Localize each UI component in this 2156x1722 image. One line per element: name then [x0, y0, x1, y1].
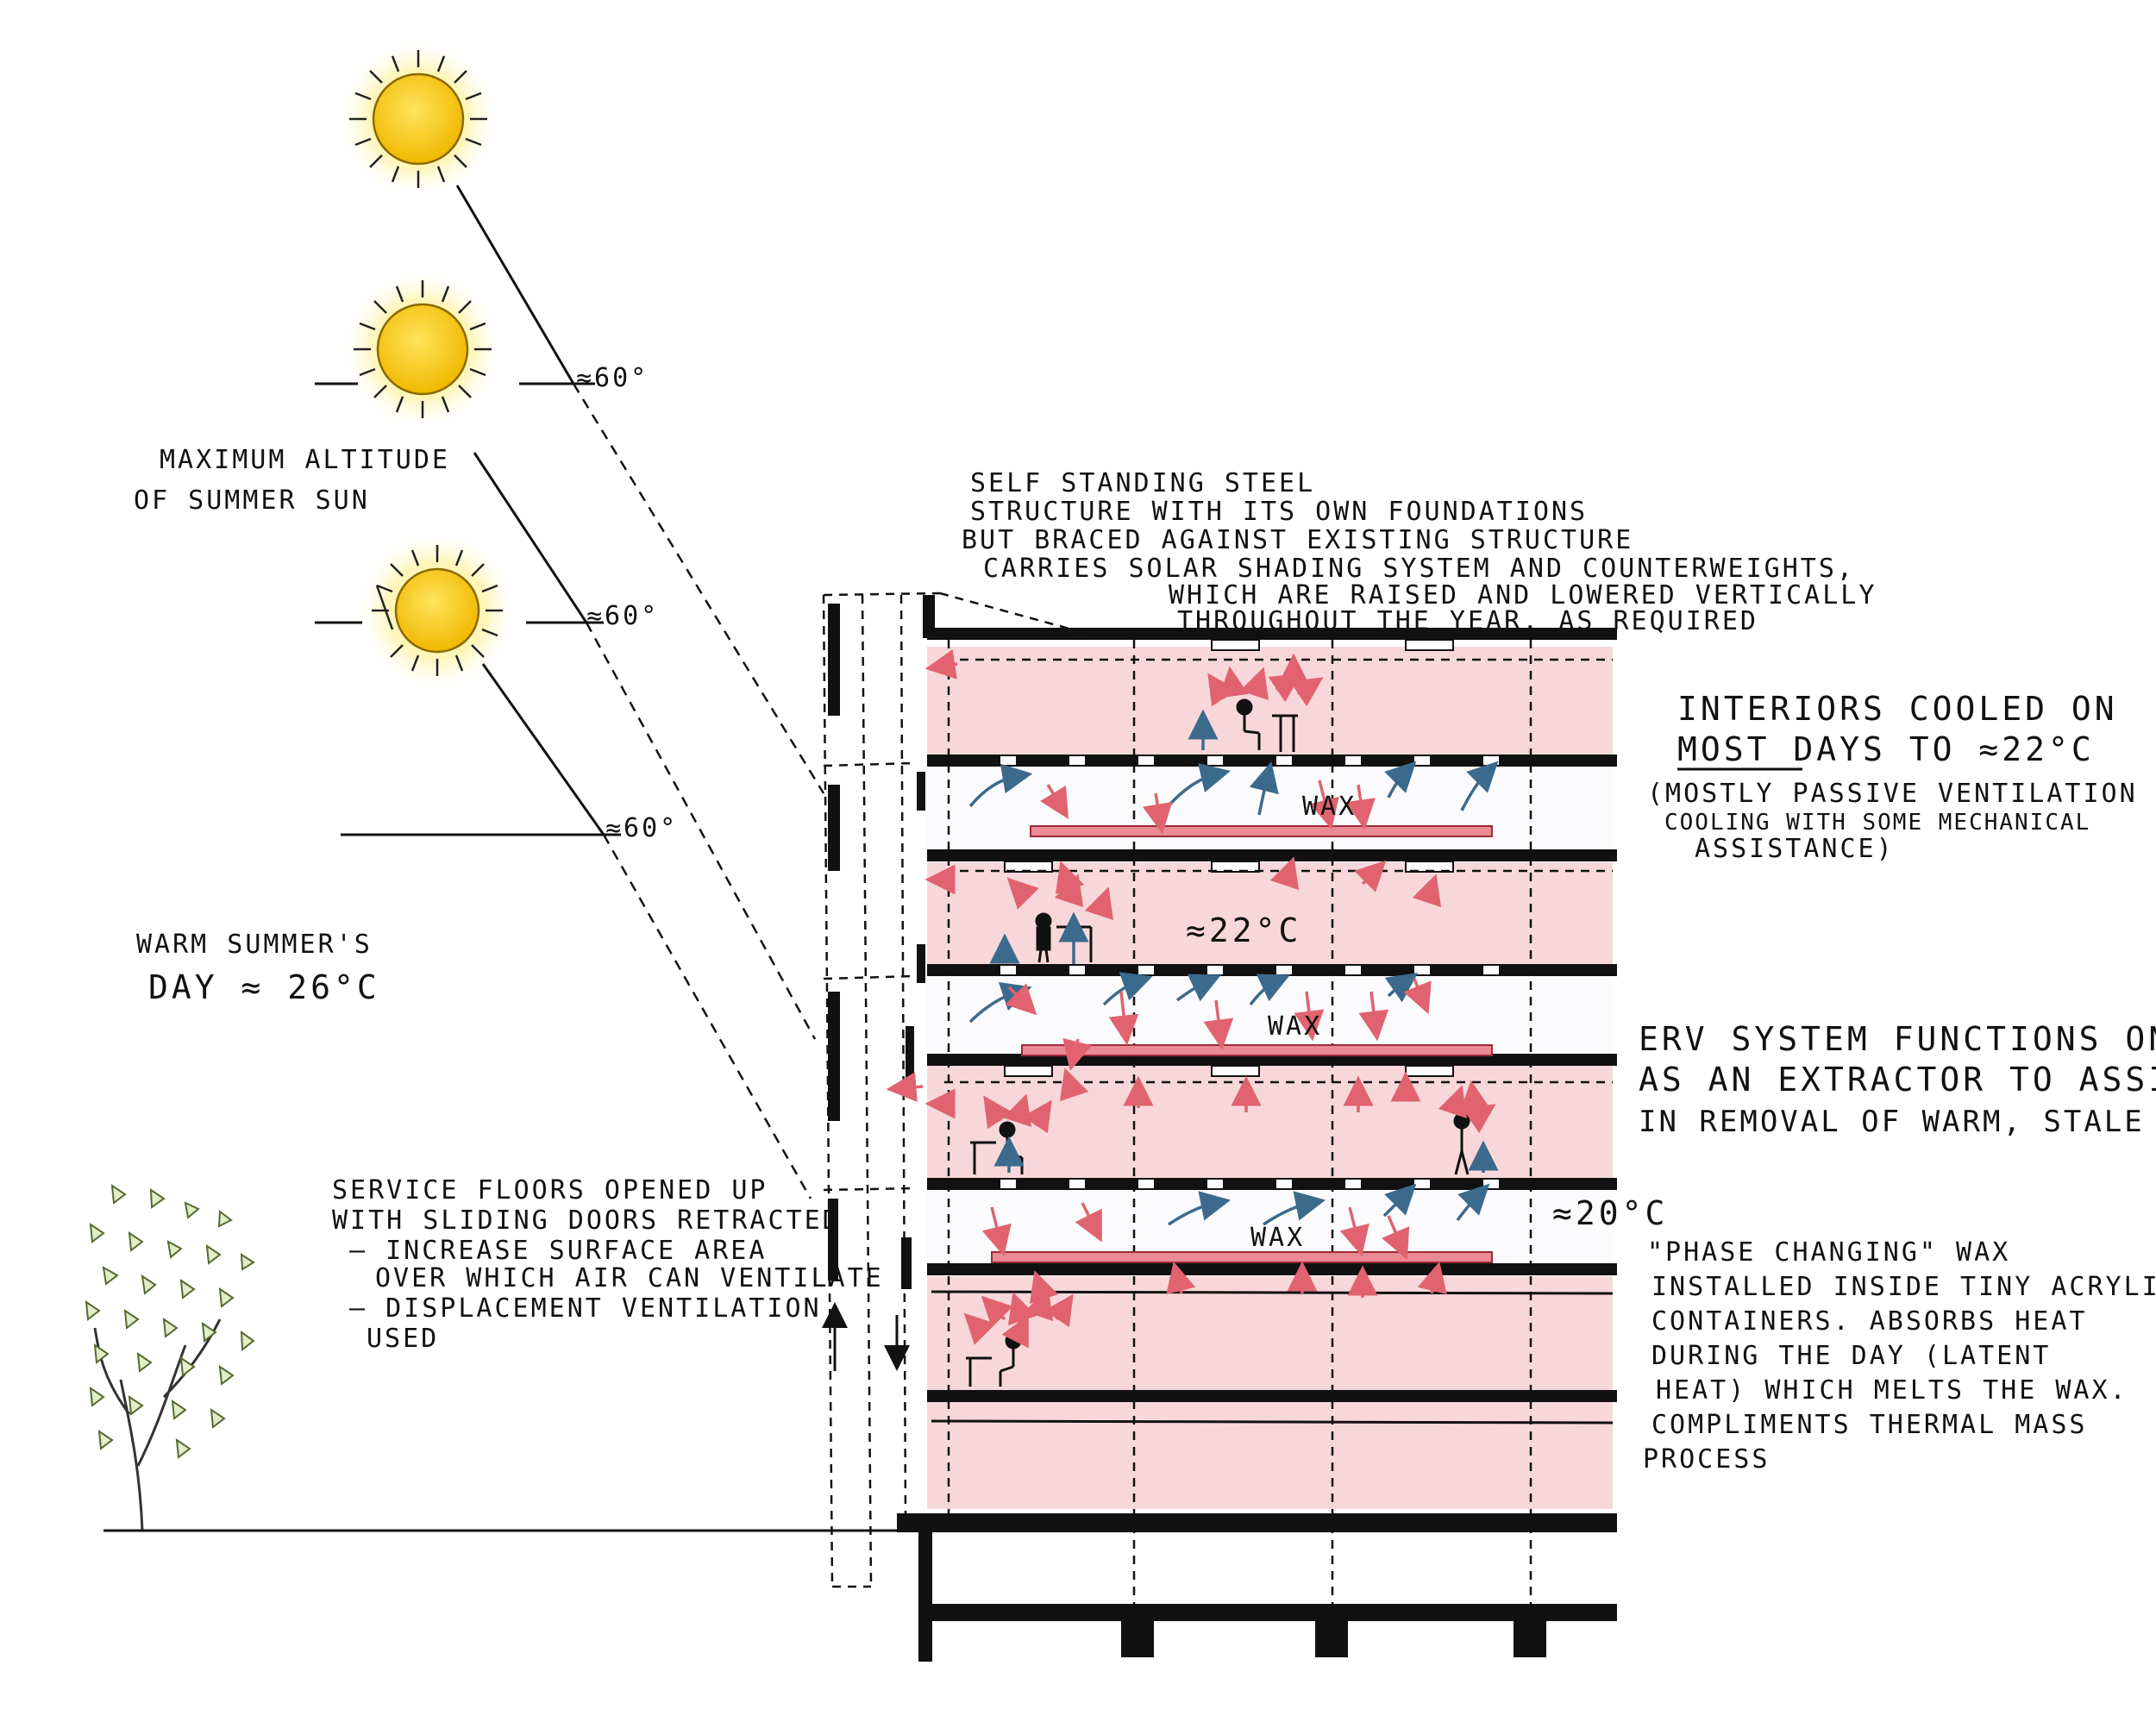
service-note-line: SERVICE FLOORS OPENED UP: [332, 1175, 768, 1205]
wax-note-line: CONTAINERS. ABSORBS HEAT: [1651, 1306, 2087, 1337]
interior-temperature: ≈22°C: [1186, 911, 1301, 949]
tree-icon: [85, 1183, 255, 1531]
wax-label: WAX: [1302, 792, 1357, 822]
building-section: WAX WAX WAX ≈22°C ≈20°C: [822, 592, 1668, 1662]
wax-note-line: DURING THE DAY (LATENT: [1651, 1341, 2051, 1371]
sun-altitude-line: OF SUMMER SUN: [134, 485, 370, 516]
service-note-line: OVER WHICH AIR CAN VENTILATE: [375, 1263, 884, 1293]
wax-note-line: PROCESS: [1643, 1444, 1770, 1475]
floor-slab-3: [927, 964, 1617, 1066]
cooled-note-line: MOST DAYS TO ≈22°C: [1677, 730, 2095, 768]
interior-temperature: ≈20°C: [1552, 1194, 1668, 1232]
steel-note-line: THROUGHOUT THE YEAR, AS REQUIRED: [1177, 606, 1758, 636]
service-floors-note: SERVICE FLOORS OPENED UP WITH SLIDING DO…: [332, 1175, 884, 1354]
steel-note-line: WHICH ARE RAISED AND LOWERED VERTICALLY: [1169, 580, 1877, 611]
service-note-line: USED: [367, 1324, 439, 1354]
erv-note-line: AS AN EXTRACTOR TO ASSIST: [1639, 1061, 2156, 1099]
service-note-line: – INCREASE SURFACE AREA: [349, 1236, 767, 1266]
service-note-line: – DISPLACEMENT VENTILATION: [349, 1293, 822, 1324]
erv-note-line: IN REMOVAL OF WARM, STALE AIR: [1639, 1105, 2156, 1139]
steel-note-line: STRUCTURE WITH ITS OWN FOUNDATIONS: [970, 497, 1588, 527]
angle-label: ≈60°: [605, 813, 678, 843]
sun-altitude-line: MAXIMUM ALTITUDE: [160, 445, 450, 475]
interiors-cooled-note: INTERIORS COOLED ON MOST DAYS TO ≈22°C (…: [1647, 690, 2156, 864]
warm-day-line: DAY ≈ 26°C: [148, 968, 380, 1006]
steel-note-line: SELF STANDING STEEL: [970, 468, 1315, 498]
warm-day-note: WARM SUMMER'S DAY ≈ 26°C: [136, 930, 380, 1006]
sun-icon: [355, 529, 519, 692]
cooled-note-line: INTERIORS COOLED ON: [1677, 690, 2118, 728]
erv-note-line: ERV SYSTEM FUNCTIONS ONLY: [1639, 1020, 2156, 1058]
wax-note-line: INSTALLED INSIDE TINY ACRYLIC: [1651, 1272, 2156, 1302]
cooled-note-line: COOLING WITH SOME MECHANICAL: [1664, 810, 2090, 836]
sun-rays: [315, 185, 825, 1199]
steel-note-line: BUT BRACED AGAINST EXISTING STRUCTURE: [962, 525, 1633, 555]
warm-day-line: WARM SUMMER'S: [136, 930, 373, 960]
wax-note-line: "PHASE CHANGING" WAX: [1647, 1237, 2010, 1268]
person-icon: [1236, 698, 1298, 752]
wax-note-line: COMPLIMENTS THERMAL MASS: [1651, 1410, 2087, 1440]
service-note-line: WITH SLIDING DOORS RETRACTED: [332, 1205, 841, 1236]
floor-slab-4: [927, 755, 1617, 861]
angle-label: ≈60°: [576, 363, 649, 393]
wax-label: WAX: [1250, 1223, 1305, 1253]
sun-altitude-note: MAXIMUM ALTITUDE OF SUMMER SUN: [134, 445, 450, 516]
wax-note-line: HEAT) WHICH MELTS THE WAX.: [1656, 1375, 2128, 1406]
cooled-note-line: ASSISTANCE): [1695, 834, 1895, 864]
sun-icon: [336, 37, 500, 201]
steel-structure-note: SELF STANDING STEEL STRUCTURE WITH ITS O…: [962, 468, 1877, 636]
phase-change-wax-note: "PHASE CHANGING" WAX INSTALLED INSIDE TI…: [1643, 1237, 2156, 1475]
angle-labels: ≈60° ≈60° ≈60°: [576, 363, 678, 843]
erv-system-note: ERV SYSTEM FUNCTIONS ONLY AS AN EXTRACTO…: [1639, 1020, 2156, 1139]
angle-label: ≈60°: [586, 601, 659, 631]
steel-note-line: CARRIES SOLAR SHADING SYSTEM AND COUNTER…: [983, 554, 1855, 584]
wax-label: WAX: [1268, 1011, 1322, 1042]
cooled-note-line: (MOSTLY PASSIVE VENTILATION +: [1647, 779, 2156, 809]
sun-icon: [341, 267, 505, 431]
